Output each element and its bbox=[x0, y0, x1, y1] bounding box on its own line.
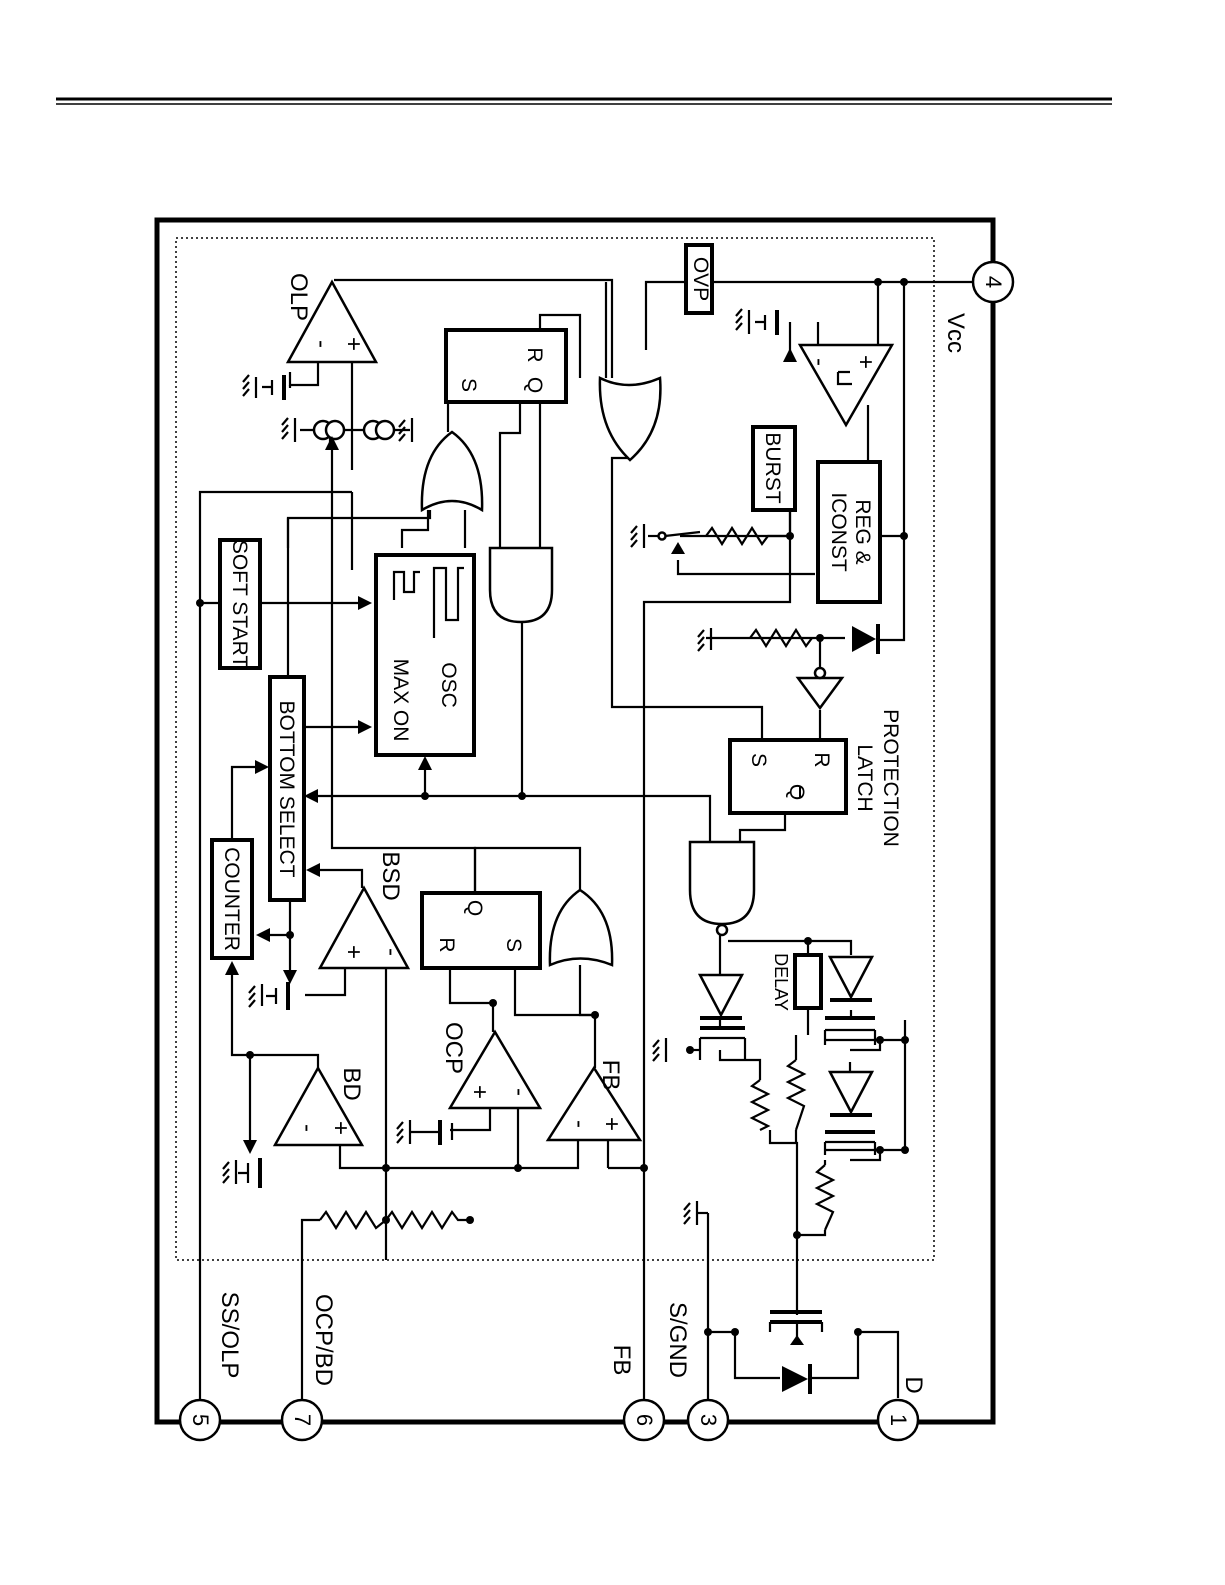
current-sources bbox=[300, 421, 410, 439]
wiring bbox=[200, 280, 974, 1417]
latch-r-label: R bbox=[810, 752, 833, 767]
svg-text:+: + bbox=[340, 337, 367, 351]
ff2-q-label: Q bbox=[463, 900, 486, 916]
svg-text:4: 4 bbox=[981, 276, 1006, 288]
protection-latch-block bbox=[730, 740, 846, 813]
svg-text:3: 3 bbox=[696, 1414, 721, 1426]
pin-1-label: D bbox=[900, 1376, 927, 1393]
svg-text:+: + bbox=[340, 945, 367, 959]
bsd-label: BSD bbox=[377, 851, 404, 900]
driver-transistor-1 bbox=[690, 1018, 745, 1060]
pin-7: 7 bbox=[282, 1400, 322, 1440]
driver-buffer-3 bbox=[830, 1072, 872, 1112]
pin-3: 3 bbox=[688, 1400, 728, 1440]
nand-gate bbox=[690, 842, 754, 924]
svg-text:+: + bbox=[466, 1085, 493, 1099]
svg-text:+: + bbox=[327, 1121, 354, 1135]
latch-s-label: S bbox=[747, 753, 770, 767]
ovp-label: OVP bbox=[689, 257, 712, 301]
ocp-label: OCP bbox=[440, 1022, 467, 1074]
pin-4-label: Vcc bbox=[942, 313, 969, 353]
svg-text:-: - bbox=[506, 1088, 533, 1096]
pin-5: 5 bbox=[180, 1400, 220, 1440]
error-amp: + - bbox=[800, 345, 892, 425]
pin-1: 1 bbox=[878, 1400, 918, 1440]
zener-diode bbox=[852, 624, 878, 654]
bd-label: BD bbox=[338, 1067, 365, 1100]
or-gate-lower bbox=[550, 890, 612, 965]
ff1-q-label: Q bbox=[523, 377, 546, 393]
driver-transistor-3 bbox=[825, 1132, 875, 1155]
ff1-r-label: R bbox=[523, 347, 546, 362]
protection-label: PROTECTION bbox=[879, 709, 902, 847]
driver-buffer-2 bbox=[830, 957, 872, 997]
signal-arrows bbox=[225, 348, 797, 1154]
svg-text:+: + bbox=[598, 1117, 625, 1131]
pin-6: 6 bbox=[624, 1400, 664, 1440]
delay-block bbox=[795, 955, 821, 1008]
svg-text:1: 1 bbox=[886, 1414, 911, 1426]
bottom-select-label: BOTTOM SELECT bbox=[275, 701, 298, 878]
fb-comparator-label: FB bbox=[597, 1060, 624, 1091]
and-gate-osc bbox=[490, 548, 552, 622]
svg-text:7: 7 bbox=[290, 1414, 315, 1426]
svg-text:6: 6 bbox=[632, 1414, 657, 1426]
svg-text:-: - bbox=[294, 1124, 321, 1132]
pin-6-label: FB bbox=[608, 1345, 635, 1376]
reg-iconst-label-1: REG & bbox=[851, 499, 874, 564]
reg-iconst-label-2: ICONST bbox=[827, 492, 850, 572]
pin-4: 4 bbox=[973, 262, 1013, 302]
svg-text:-: - bbox=[308, 340, 335, 348]
inverter-latch bbox=[798, 678, 842, 708]
burst-label: BURST bbox=[761, 432, 784, 503]
svg-text:-: - bbox=[378, 948, 405, 956]
power-mosfet bbox=[770, 1312, 822, 1345]
header-rule bbox=[56, 99, 1112, 104]
nand-bubble bbox=[717, 925, 727, 935]
delay-label: DELAY bbox=[771, 953, 791, 1011]
ff1-s-label: S bbox=[457, 378, 480, 392]
ff2-r-label: R bbox=[435, 937, 458, 952]
latch-qbar-label: Q bbox=[785, 784, 808, 800]
osc-label: OSC bbox=[437, 662, 460, 708]
pin-5-label: SS/OLP bbox=[216, 1292, 243, 1379]
pin-7-label: OCP/BD bbox=[310, 1294, 337, 1386]
svg-text:5: 5 bbox=[188, 1414, 213, 1426]
fb-comparator: - + bbox=[548, 1068, 640, 1140]
svg-text:+: + bbox=[852, 355, 879, 369]
latch-label: LATCH bbox=[853, 744, 876, 811]
pin-3-label: S/GND bbox=[664, 1302, 691, 1378]
driver-buffer-1 bbox=[700, 975, 742, 1015]
olp-label: OLP bbox=[285, 273, 312, 321]
svg-text:-: - bbox=[566, 1120, 593, 1128]
counter-label: COUNTER bbox=[220, 847, 243, 951]
body-diode bbox=[782, 1364, 810, 1394]
ff2-s-label: S bbox=[502, 938, 525, 952]
svg-text:-: - bbox=[806, 358, 833, 366]
or-gate-ovp bbox=[600, 378, 661, 460]
soft-start-label: SOFT START bbox=[228, 540, 251, 669]
or-gate-osc bbox=[422, 432, 482, 510]
max-on-label: MAX ON bbox=[389, 659, 412, 742]
